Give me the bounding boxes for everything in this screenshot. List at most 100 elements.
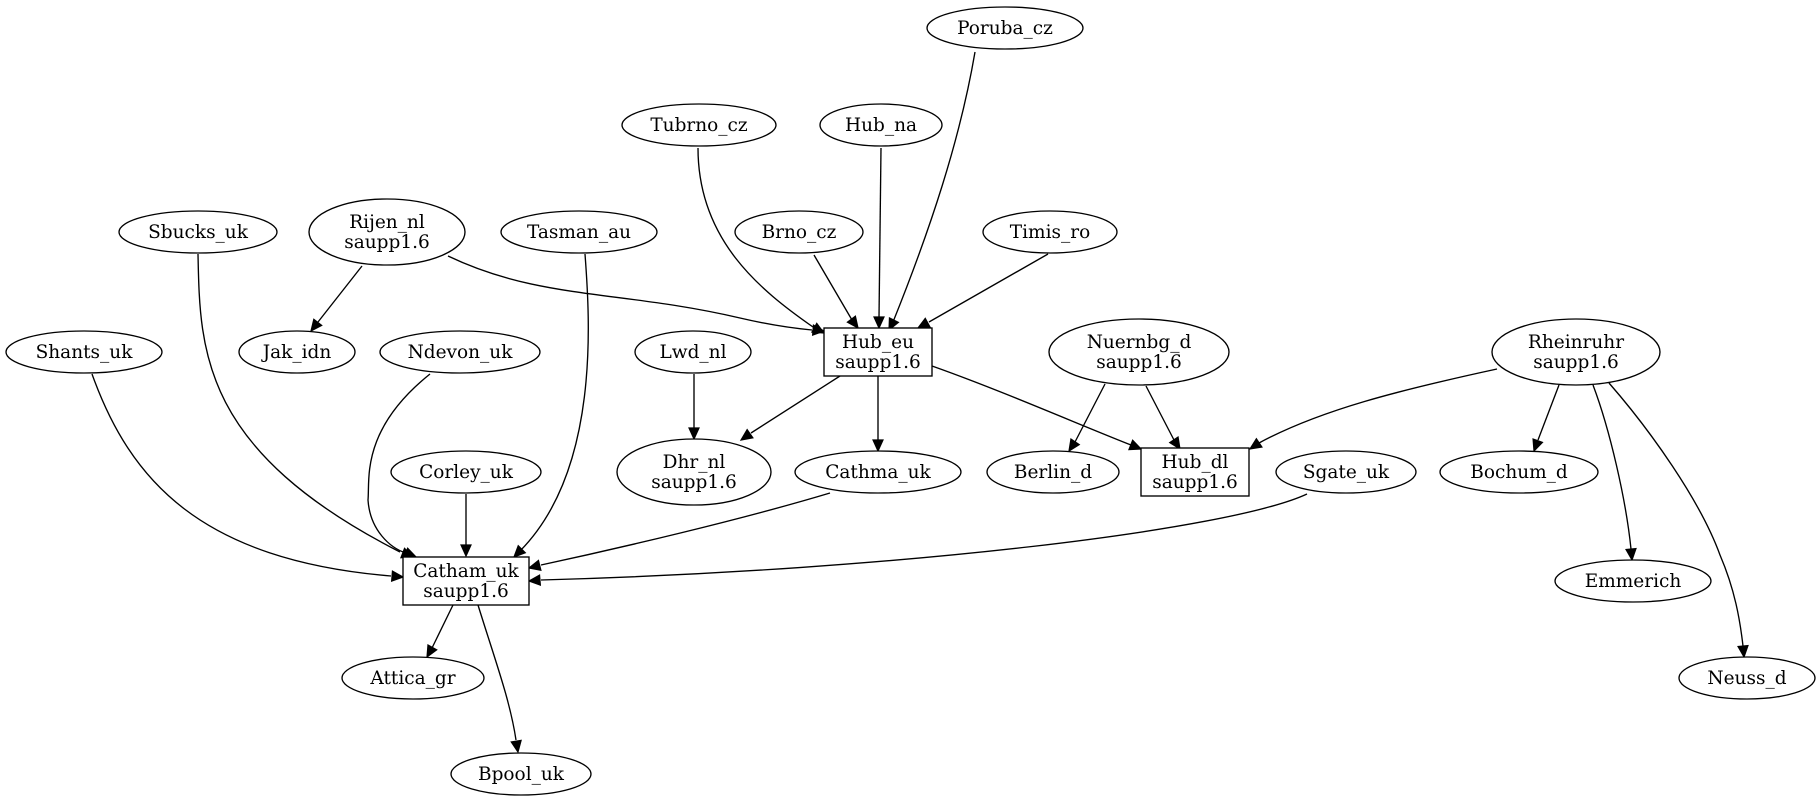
node-sgate-uk[interactable]: Sgate_uk [1275,450,1417,494]
node-timis-ro[interactable]: Timis_ro [982,210,1118,254]
node-ellipse [1275,450,1417,494]
node-sbucks-uk[interactable]: Sbucks_uk [118,210,278,254]
arrowhead [811,324,826,336]
node-label: Attica_gr [369,668,455,689]
node-label: Cathma_uk [825,462,931,483]
node-label: Catham_uk [413,561,519,582]
arrowhead [310,318,323,333]
edge-line [540,492,831,566]
edge-line [519,253,589,552]
arrowhead [1248,437,1263,450]
arrowhead [527,574,542,586]
node-label: Lwd_nl [659,342,726,363]
node-ndevon-uk[interactable]: Ndevon_uk [379,330,541,374]
node-attica-gr[interactable]: Attica_gr [341,656,485,700]
node-shants-uk[interactable]: Shants_uk [5,330,163,374]
node-ellipse [238,330,356,374]
edge-hub-eu-to-dhr-nl [739,375,841,441]
node-ellipse [500,210,658,254]
node-ellipse [5,330,163,374]
node-ellipse [450,752,592,796]
node-sublabel: saupp1.6 [1533,352,1619,373]
node-lwd-nl[interactable]: Lwd_nl [634,330,752,374]
node-label: Neuss_d [1707,668,1786,689]
node-berlin-d[interactable]: Berlin_d [986,450,1120,494]
node-ellipse [1678,656,1816,700]
node-label: Timis_ro [1010,222,1090,243]
edge-lwd-nl-to-dhr-nl [688,374,700,441]
edge-line [697,147,814,328]
node-label: Nuernbg_d [1087,332,1192,353]
edges-layer [91,51,1749,754]
node-ellipse [819,103,943,147]
edge-line [1537,384,1560,441]
node-cathma-uk[interactable]: Cathma_uk [794,450,962,494]
arrowhead [426,643,438,659]
edge-line [91,373,392,577]
edge-line [813,254,853,321]
node-sublabel: saupp1.6 [1152,472,1238,493]
edge-sbucks-uk-to-catham-uk [197,253,415,559]
node-label: Rheinruhr [1528,332,1624,353]
arrowhead [510,739,522,754]
node-jak-idn[interactable]: Jak_idn [238,330,356,374]
node-tasman-au[interactable]: Tasman_au [500,210,658,254]
arrowhead [512,544,527,559]
node-ellipse [379,330,541,374]
node-label: Hub_dl [1162,452,1229,473]
node-ellipse [1491,318,1661,386]
edge-nuernbg-d-to-berlin-d [1068,383,1106,453]
edge-corley-uk-to-catham-uk [460,494,472,558]
node-tubrno-cz[interactable]: Tubrno_cz [621,103,777,147]
node-ellipse [634,330,752,374]
edge-line [928,253,1049,323]
node-brno-cz[interactable]: Brno_cz [734,210,864,254]
node-bpool-uk[interactable]: Bpool_uk [450,752,592,796]
edge-brno-cz-to-hub-eu [813,254,859,330]
node-label: Ndevon_uk [408,342,514,363]
arrowhead [1625,547,1637,562]
node-label: Sgate_uk [1303,462,1390,483]
arrowhead [390,570,405,582]
node-label: Emmerich [1585,571,1682,592]
arrowhead [1532,438,1544,453]
node-bochum-d[interactable]: Bochum_d [1439,450,1599,494]
node-emmerich[interactable]: Emmerich [1554,559,1712,603]
node-box [1140,447,1250,497]
edge-line [1145,385,1175,441]
node-label: Tasman_au [527,222,631,243]
edge-line [317,265,363,323]
edge-sgate-uk-to-catham-uk [527,493,1308,586]
edge-line [367,373,431,554]
arrowhead [1128,439,1143,451]
node-corley-uk[interactable]: Corley_uk [390,450,542,494]
edge-hub-eu-to-cathma-uk [872,376,884,453]
edge-line [892,51,976,323]
node-label: Dhr_nl [663,452,726,473]
edge-timis-ro-to-hub-eu [916,253,1049,329]
edge-line [540,493,1308,581]
edge-rijen-nl-to-hub-eu [447,255,826,336]
arrowhead [846,315,859,330]
node-label: Bochum_d [1470,462,1568,483]
node-neuss-d[interactable]: Neuss_d [1678,656,1816,700]
node-sublabel: saupp1.6 [651,472,737,493]
edge-line [1074,383,1106,443]
node-label: Jak_idn [261,342,332,363]
node-sublabel: saupp1.6 [344,232,430,253]
edge-poruba-cz-to-hub-eu [888,51,976,332]
node-ellipse [982,210,1118,254]
arrowhead [739,428,754,441]
node-hub-na[interactable]: Hub_na [819,103,943,147]
node-poruba-cz[interactable]: Poruba_cz [926,6,1084,50]
node-ellipse [1048,318,1230,386]
